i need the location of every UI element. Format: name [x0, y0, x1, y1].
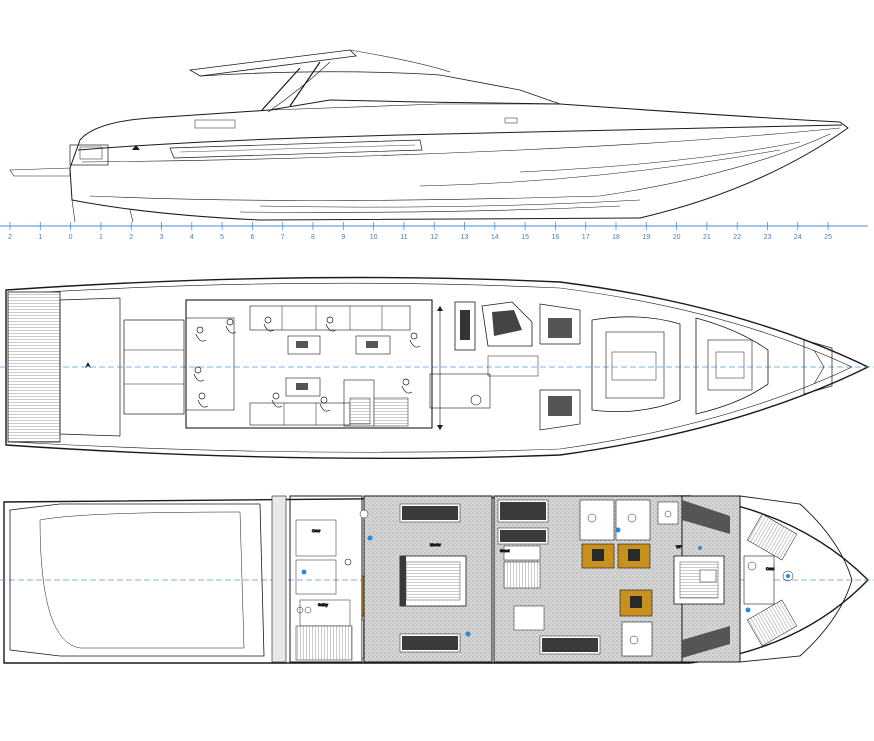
- frame-label: 1: [38, 234, 42, 241]
- frame-label: 21: [703, 234, 711, 241]
- main-deck-plan: [0, 276, 874, 460]
- frame-label: 11: [400, 234, 407, 241]
- frame-label: 14: [491, 234, 499, 241]
- frame-label: 12: [430, 234, 438, 241]
- main-deck-hull: [5, 276, 870, 460]
- lower-deck-plan: Crew Galley Master: [0, 495, 874, 664]
- frame-label: 16: [552, 234, 560, 241]
- profile-view: [9, 49, 849, 223]
- frame-label: 23: [764, 234, 772, 241]
- hardtop: [188, 49, 357, 77]
- room-label-galley: Galley: [318, 603, 328, 607]
- frame-label: 4: [190, 234, 194, 241]
- compass-rose-icon: [85, 362, 91, 368]
- frame-label: 17: [582, 234, 590, 241]
- frame-label: 20: [673, 234, 681, 241]
- frame-label: 25: [824, 234, 832, 241]
- frame-label: 24: [794, 234, 802, 241]
- frame-label: 2: [8, 234, 12, 241]
- hull-window: [169, 139, 423, 159]
- frame-label: 22: [733, 234, 741, 241]
- frame-label: 2: [129, 234, 133, 241]
- room-label-guest: Guest: [500, 549, 509, 553]
- frame-label: 9: [341, 234, 345, 241]
- frame-label: 15: [521, 234, 529, 241]
- frame-label: 8: [311, 234, 315, 241]
- salon-figures: [193, 316, 421, 412]
- frame-label: 19: [642, 234, 650, 241]
- frame-label: 18: [612, 234, 620, 241]
- frame-label: 10: [370, 234, 378, 241]
- frame-label: 5: [220, 234, 224, 241]
- hull-logo: [132, 145, 140, 150]
- frame-label: 0: [69, 234, 73, 241]
- hull-outline: [69, 99, 849, 221]
- swim-platform: [7, 291, 61, 443]
- frame-label: 1: [99, 234, 103, 241]
- frame-label: 3: [160, 234, 164, 241]
- room-label-crew: Crew: [312, 529, 321, 533]
- room-label-vip: VIP: [676, 545, 682, 549]
- frame-label: 13: [461, 234, 469, 241]
- frame-label: 7: [281, 234, 285, 241]
- frame-label: 6: [250, 234, 254, 241]
- room-label-master: Master: [430, 543, 442, 547]
- room-label-crew-fwd: Crew: [766, 567, 775, 571]
